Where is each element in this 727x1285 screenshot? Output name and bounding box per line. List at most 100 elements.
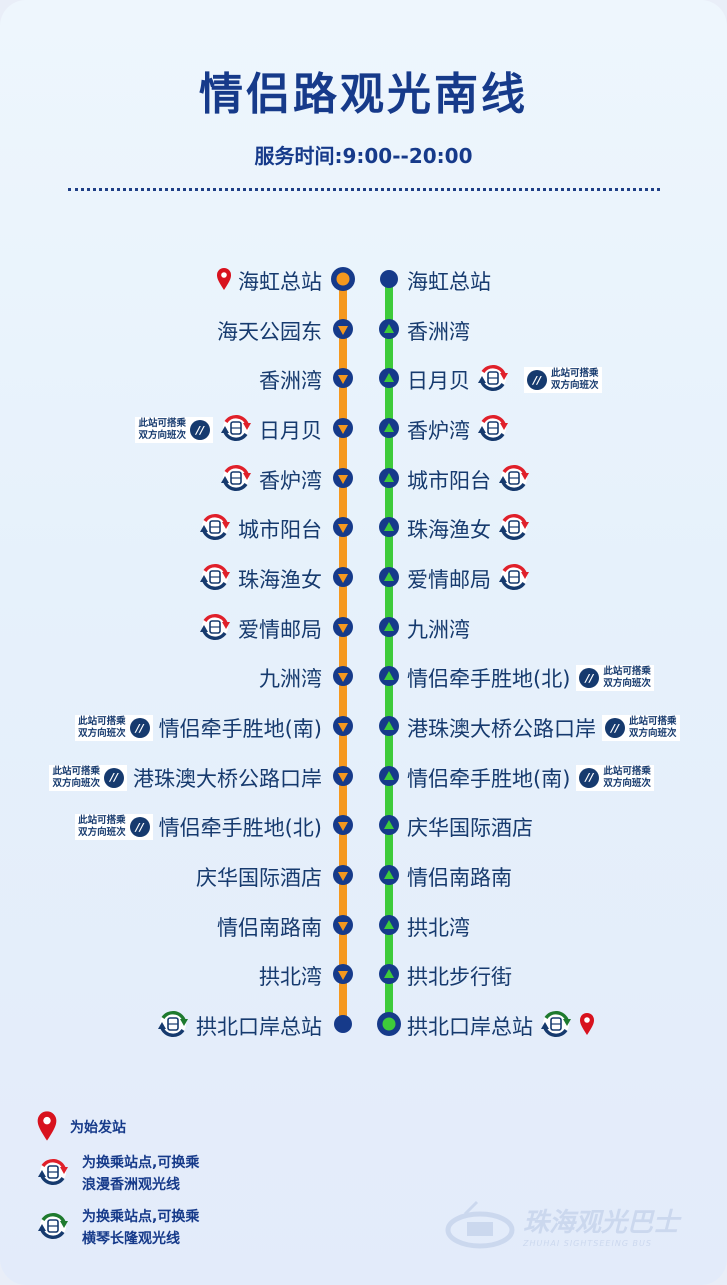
legend-text: 为换乘站点,可换乘 (82, 1155, 200, 1171)
arrow-down-icon (333, 616, 353, 641)
station-name: 情侣南路南 (217, 915, 322, 940)
transfer-red-icon (497, 510, 531, 548)
badge-text: 此站可搭乘 (629, 716, 677, 728)
station-left[interactable]: 拱北口岸总站 (156, 1006, 322, 1046)
station-left[interactable]: 海天公园东 (217, 311, 322, 351)
transfer-red-icon (198, 610, 232, 648)
service-hours: 服务时间:9:00--20:00 (254, 144, 473, 168)
station-name: 香洲湾 (259, 369, 322, 394)
station-name: 庆华国际酒店 (196, 866, 322, 891)
station-right[interactable]: 爱情邮局 (407, 559, 531, 599)
station-left[interactable]: 情侣南路南 (217, 907, 322, 947)
station-left[interactable]: 情侣牵手胜地(南)此站可搭乘双方向班次// (75, 708, 322, 748)
logo-text: 珠海观光巴士 (523, 1208, 680, 1238)
station-right[interactable]: 城市阳台 (407, 460, 531, 500)
station-left[interactable]: 九洲湾 (259, 658, 322, 698)
station-name: 日月贝 (259, 419, 322, 443)
legend-item-transfer-red: 为换乘站点,可换乘浪漫香洲观光线 (36, 1152, 199, 1196)
station-right[interactable]: 情侣南路南 (407, 857, 512, 897)
arrow-up-icon (379, 865, 399, 889)
station-right[interactable]: 港珠澳大桥公路口岸//此站可搭乘双方向班次 (407, 708, 680, 748)
station-left[interactable]: 海虹总站 (216, 261, 322, 301)
badge-text: 双方向班次 (52, 777, 100, 789)
badge-text: 此站可搭乘 (78, 716, 126, 728)
arrow-up-icon (379, 318, 399, 343)
badge-text: 此站可搭乘 (52, 765, 100, 777)
station-name: 日月贝 (407, 369, 470, 394)
station-name: 香炉湾 (407, 419, 470, 443)
arrow-down-icon (333, 418, 353, 442)
station-right[interactable]: 拱北步行街 (407, 956, 512, 996)
badge-text: 双方向班次 (629, 728, 677, 740)
badge-text: 此站可搭乘 (603, 765, 651, 777)
station-right[interactable]: 香洲湾 (407, 311, 470, 351)
station-right[interactable]: 拱北口岸总站 (407, 1006, 595, 1046)
bus-logo-icon (445, 1200, 515, 1249)
badge-text: 此站可搭乘 (551, 368, 599, 380)
bidirectional-icon: // (605, 718, 625, 739)
map-pin-icon (216, 267, 232, 295)
station-name: 情侣牵手胜地(南) (407, 766, 571, 791)
station-name: 情侣牵手胜地(北) (158, 816, 322, 841)
station-left[interactable]: 珠海渔女 (198, 559, 322, 599)
station-name: 香洲湾 (407, 319, 470, 344)
station-left[interactable]: 港珠澳大桥公路口岸此站可搭乘双方向班次// (49, 758, 322, 798)
station-right[interactable]: 珠海渔女 (407, 509, 531, 549)
arrow-up-icon (379, 815, 399, 839)
station-right[interactable]: 情侣牵手胜地(北)//此站可搭乘双方向班次 (407, 658, 654, 698)
bidirectional-badge: 此站可搭乘双方向班次// (135, 417, 213, 443)
station-name: 拱北湾 (407, 915, 470, 940)
legend-text: 浪漫香洲观光线 (82, 1177, 180, 1193)
map-pin-icon (36, 1110, 58, 1146)
station-name: 珠海渔女 (238, 568, 322, 593)
station-right[interactable]: 海虹总站 (407, 261, 491, 301)
arrow-up-icon (379, 467, 399, 492)
logo-subtext: ZHUHAI SIGHTSEEING BUS (523, 1239, 652, 1248)
legend-text: 为始发站 (70, 1120, 126, 1136)
badge-text: 双方向班次 (78, 827, 126, 839)
north-route-line (385, 281, 393, 1026)
station-name: 拱北口岸总站 (196, 1015, 322, 1040)
station-name: 情侣南路南 (407, 866, 512, 891)
station-right[interactable]: 庆华国际酒店 (407, 807, 533, 847)
station-name: 爱情邮局 (407, 568, 491, 593)
station-left[interactable]: 拱北湾 (259, 956, 322, 996)
station-left[interactable]: 庆华国际酒店 (196, 857, 322, 897)
arrow-down-icon (333, 815, 353, 839)
legend-item-start: 为始发站 (36, 1110, 126, 1146)
arrow-up-icon (379, 418, 399, 442)
station-left[interactable]: 城市阳台 (198, 509, 322, 549)
badge-text: 此站可搭乘 (78, 815, 126, 827)
station-right[interactable]: 九洲湾 (407, 609, 470, 649)
bidirectional-badge: 此站可搭乘双方向班次// (75, 715, 153, 742)
bidirectional-icon: // (129, 718, 150, 739)
station-name: 城市阳台 (238, 518, 322, 543)
arrow-up-icon (379, 765, 399, 790)
legend-item-transfer-green: 为换乘站点,可换乘横琴长隆观光线 (36, 1206, 199, 1250)
station-left[interactable]: 日月贝 此站可搭乘双方向班次// (135, 410, 322, 450)
station-name: 拱北湾 (259, 965, 322, 990)
arrow-up-icon (379, 964, 399, 988)
arrow-down-icon (333, 567, 353, 591)
transfer-red-icon (476, 361, 510, 399)
arrow-down-icon (333, 666, 353, 690)
bidirectional-badge: // 此站可搭乘双方向班次 (602, 715, 680, 742)
transfer-green-icon (36, 1209, 70, 1247)
station-right[interactable]: 香炉湾 (407, 410, 510, 450)
bidirectional-icon: // (129, 817, 150, 838)
station-name: 情侣牵手胜地(南) (158, 717, 322, 742)
south-route-line (339, 281, 347, 1026)
station-left[interactable]: 情侣牵手胜地(北) 此站可搭乘双方向班次// (75, 807, 322, 847)
arrow-up-icon (379, 368, 399, 392)
station-name: 海天公园东 (217, 319, 322, 344)
station-right[interactable]: 日月贝 //此站可搭乘双方向班次 (407, 360, 602, 400)
dotted-divider (68, 188, 660, 191)
station-right[interactable]: 拱北湾 (407, 907, 470, 947)
station-left[interactable]: 香洲湾 (259, 360, 322, 400)
station-left[interactable]: 爱情邮局 (198, 609, 322, 649)
station-name: 拱北口岸总站 (407, 1015, 533, 1040)
transfer-red-icon (198, 510, 232, 548)
station-right[interactable]: 情侣牵手胜地(南)//此站可搭乘双方向班次 (407, 758, 654, 798)
station-left[interactable]: 香炉湾 (219, 460, 322, 500)
